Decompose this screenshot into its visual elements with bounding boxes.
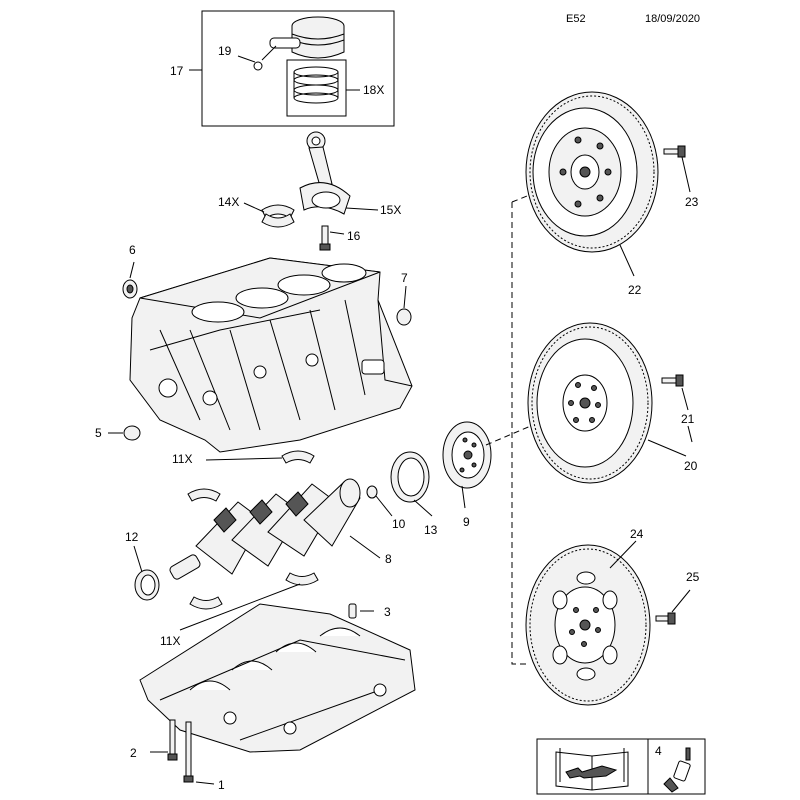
callout-17: 17 bbox=[170, 64, 184, 78]
flexplate-bolt-illustration bbox=[655, 612, 676, 625]
callout-5: 5 bbox=[95, 426, 102, 440]
bedplate-bolt-short-illustration bbox=[167, 719, 178, 761]
block-plug-7-illustration bbox=[396, 308, 412, 326]
callout-23: 23 bbox=[685, 195, 699, 209]
dual-mass-flywheel-illustration bbox=[525, 91, 659, 253]
dowel-pin-illustration bbox=[348, 603, 357, 619]
rear-crank-seal-illustration bbox=[134, 569, 160, 601]
diagram-date: 18/09/2020 bbox=[645, 13, 700, 25]
callout-10: 10 bbox=[392, 517, 406, 531]
crank-sprocket-illustration bbox=[366, 485, 378, 499]
callout-19: 19 bbox=[218, 44, 232, 58]
callout-1: 1 bbox=[218, 778, 225, 792]
callout-20: 20 bbox=[684, 459, 698, 473]
alignment-dashed-line bbox=[511, 202, 530, 665]
callout-6: 6 bbox=[129, 243, 136, 257]
callout-3: 3 bbox=[384, 605, 391, 619]
legend-box: 4 bbox=[536, 738, 706, 795]
crankshaft-pulley-illustration bbox=[442, 421, 492, 489]
main-bearing-shells-lower-illustration bbox=[189, 572, 319, 610]
repair-manual-icon bbox=[555, 748, 629, 791]
piston-rings-illustration bbox=[293, 66, 339, 104]
circlip-illustration bbox=[253, 61, 263, 71]
callout-2: 2 bbox=[130, 746, 137, 760]
front-oil-seal-illustration bbox=[390, 451, 430, 503]
callout-8: 8 bbox=[385, 552, 392, 566]
main-bearing-shells-upper-illustration bbox=[187, 450, 315, 502]
bedplate-illustration bbox=[139, 603, 416, 753]
flywheel-bolt-21-illustration bbox=[661, 374, 684, 387]
flywheel-illustration bbox=[527, 322, 653, 484]
bedplate-bolt-long-illustration bbox=[183, 721, 194, 783]
conrod-bolt-illustration bbox=[319, 225, 331, 251]
callout-9: 9 bbox=[463, 515, 470, 529]
callout-7: 7 bbox=[401, 271, 408, 285]
sealant-tube-icon bbox=[663, 747, 691, 793]
piston-illustration bbox=[269, 16, 345, 59]
flywheel-bolt-23-illustration bbox=[663, 145, 686, 158]
callout-21: 21 bbox=[681, 412, 695, 426]
block-plug-6-illustration bbox=[122, 279, 138, 299]
callout-15x: 15X bbox=[380, 203, 401, 217]
callout-11x-upper: 11X bbox=[172, 452, 192, 466]
diagram-code: E52 bbox=[566, 13, 586, 25]
callout-12: 12 bbox=[125, 530, 139, 544]
piston-rings-box bbox=[286, 59, 347, 117]
conrod-bearing-shells-illustration bbox=[261, 204, 295, 228]
piston-assembly-box bbox=[201, 10, 395, 127]
flexplate-illustration bbox=[525, 544, 651, 706]
callout-11x-lower: 11X bbox=[160, 634, 180, 648]
callout-13: 13 bbox=[424, 523, 438, 537]
callout-24: 24 bbox=[630, 527, 644, 541]
callout-16: 16 bbox=[347, 229, 361, 243]
callout-14x: 14X bbox=[218, 195, 239, 209]
callout-4: 4 bbox=[655, 744, 662, 758]
rear-seal-5-illustration bbox=[123, 425, 141, 441]
engine-block-illustration bbox=[129, 257, 413, 453]
connecting-rod-illustration bbox=[299, 131, 351, 215]
crankshaft-illustration bbox=[169, 478, 361, 580]
callout-22: 22 bbox=[628, 283, 642, 297]
callout-18x: 18X bbox=[363, 83, 384, 97]
callout-25: 25 bbox=[686, 570, 700, 584]
